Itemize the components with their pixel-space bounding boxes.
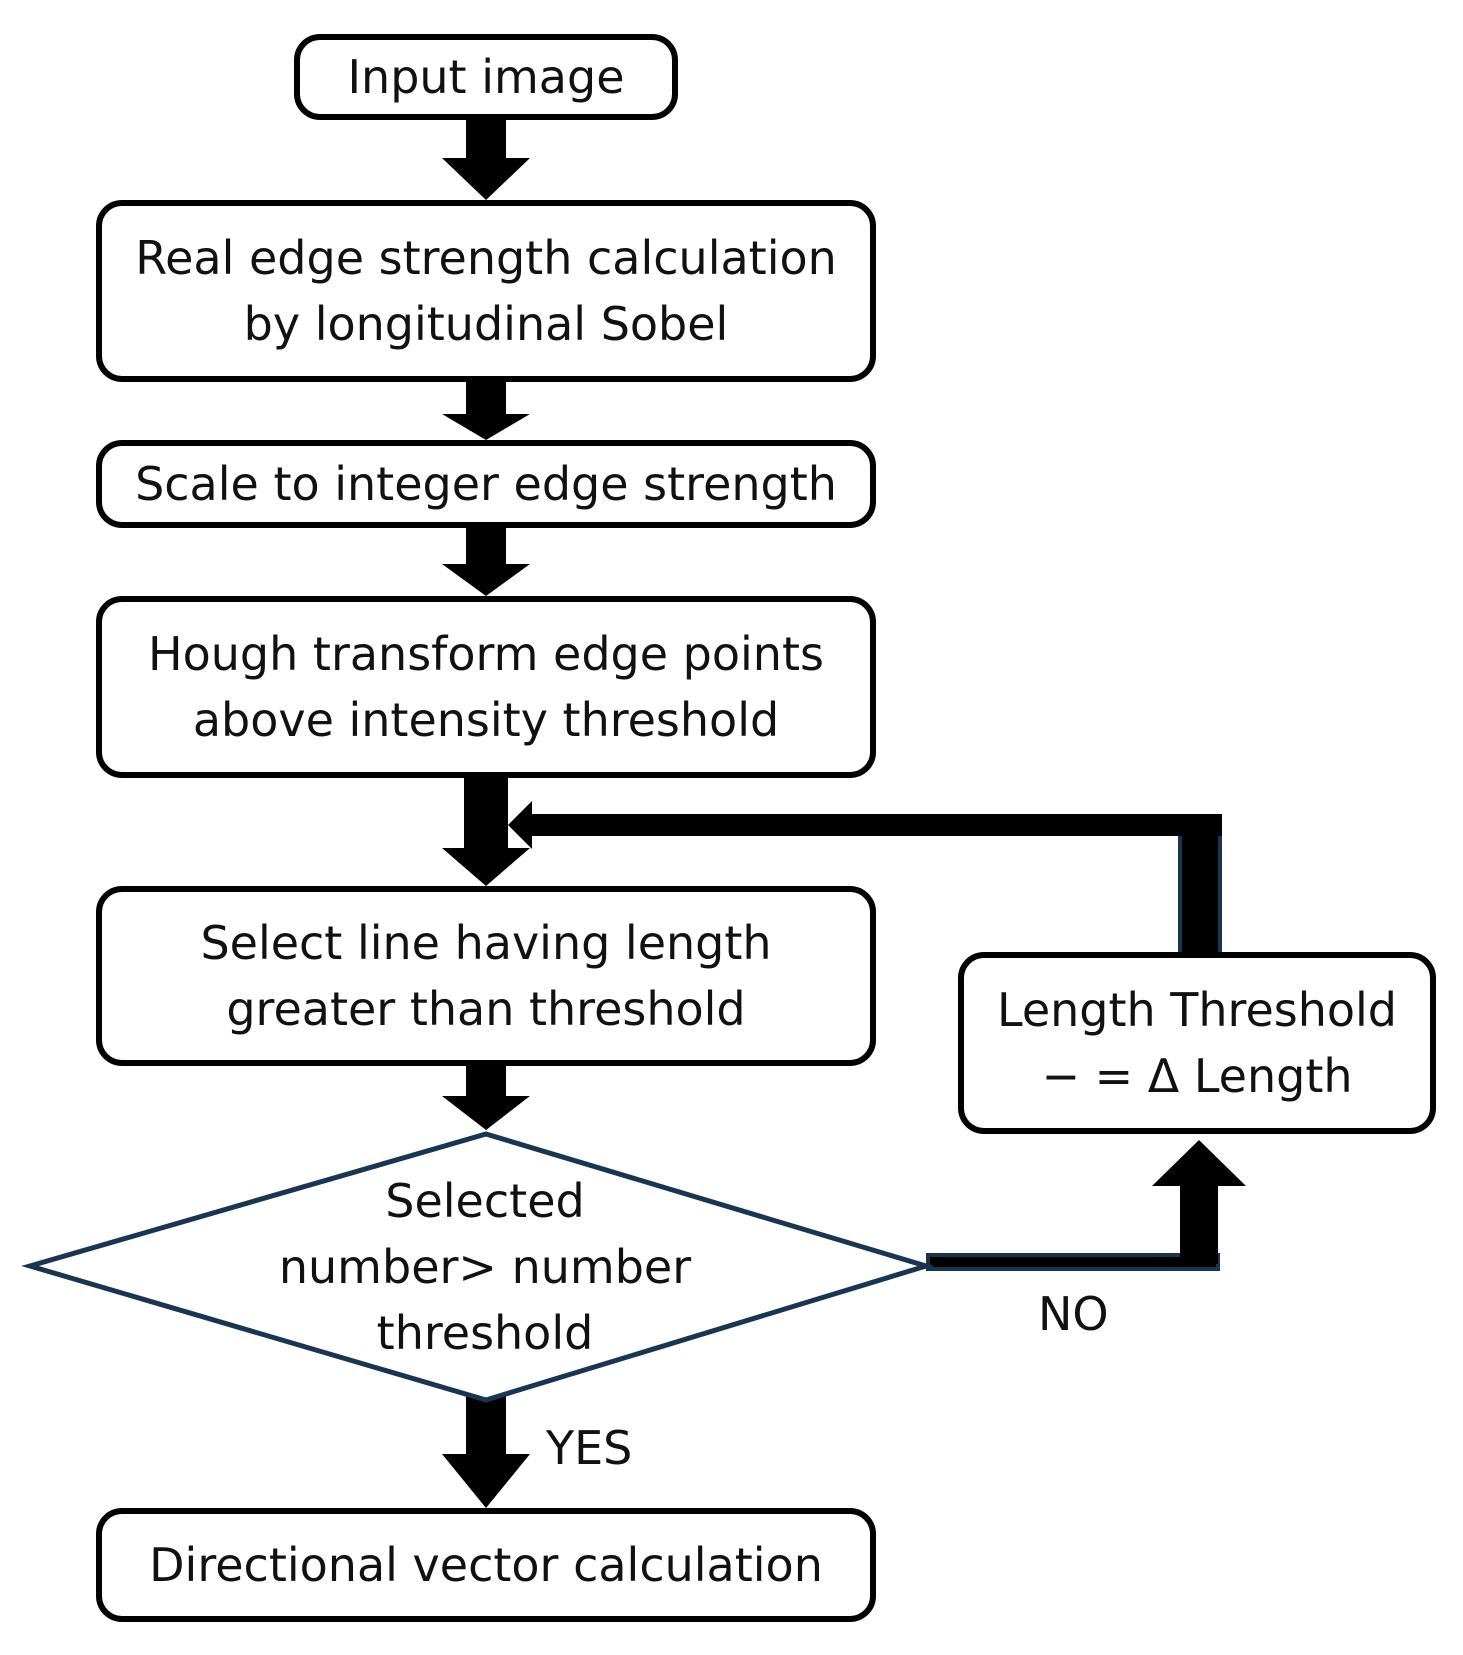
length-threshold-label-line1: Length Threshold [997, 983, 1397, 1037]
loop-back-connector [508, 801, 1222, 956]
decision-label-line1: Selected [385, 1174, 585, 1228]
real-edge-strength-label-line2: by longitudinal Sobel [243, 297, 729, 351]
hough-transform-label-line1: Hough transform edge points [148, 627, 824, 681]
arrow-decision-to-directional [442, 1396, 530, 1508]
yes-branch-label: YES [546, 1421, 633, 1475]
arrow-hough-to-select [442, 776, 530, 886]
directional-vector-box: Directional vector calculation [96, 1508, 876, 1622]
real-edge-strength-box: Real edge strength calculation by longit… [96, 200, 876, 382]
scale-integer-label: Scale to integer edge strength [135, 457, 837, 511]
length-threshold-update-box: Length Threshold − = Δ Length [958, 952, 1436, 1134]
real-edge-strength-label-line1: Real edge strength calculation [135, 231, 837, 285]
directional-vector-label: Directional vector calculation [149, 1538, 823, 1592]
arrow-scale-to-hough [442, 526, 530, 596]
input-image-box: Input image [294, 34, 678, 120]
decision-label-line2: number> number [278, 1240, 692, 1294]
select-line-label-line2: greater than threshold [226, 982, 746, 1036]
arrow-real-edge-to-scale [442, 380, 530, 440]
decision-diamond [21, 1131, 935, 1403]
input-image-label: Input image [347, 50, 625, 104]
select-line-label-line1: Select line having length [200, 916, 772, 970]
length-threshold-label-line2: − = Δ Length [1041, 1049, 1353, 1103]
hough-transform-label-line2: above intensity threshold [192, 693, 780, 747]
scale-integer-box: Scale to integer edge strength [96, 440, 876, 528]
arrow-input-to-real-edge [442, 118, 530, 200]
decision-label-line3: threshold [376, 1306, 594, 1360]
no-branch-connector [926, 1140, 1246, 1271]
arrow-select-to-decision [442, 1064, 530, 1130]
no-branch-label: NO [1038, 1287, 1109, 1341]
hough-transform-box: Hough transform edge points above intens… [96, 596, 876, 778]
select-line-box: Select line having length greater than t… [96, 886, 876, 1066]
decision-label: Selected number> number threshold [260, 1168, 710, 1366]
